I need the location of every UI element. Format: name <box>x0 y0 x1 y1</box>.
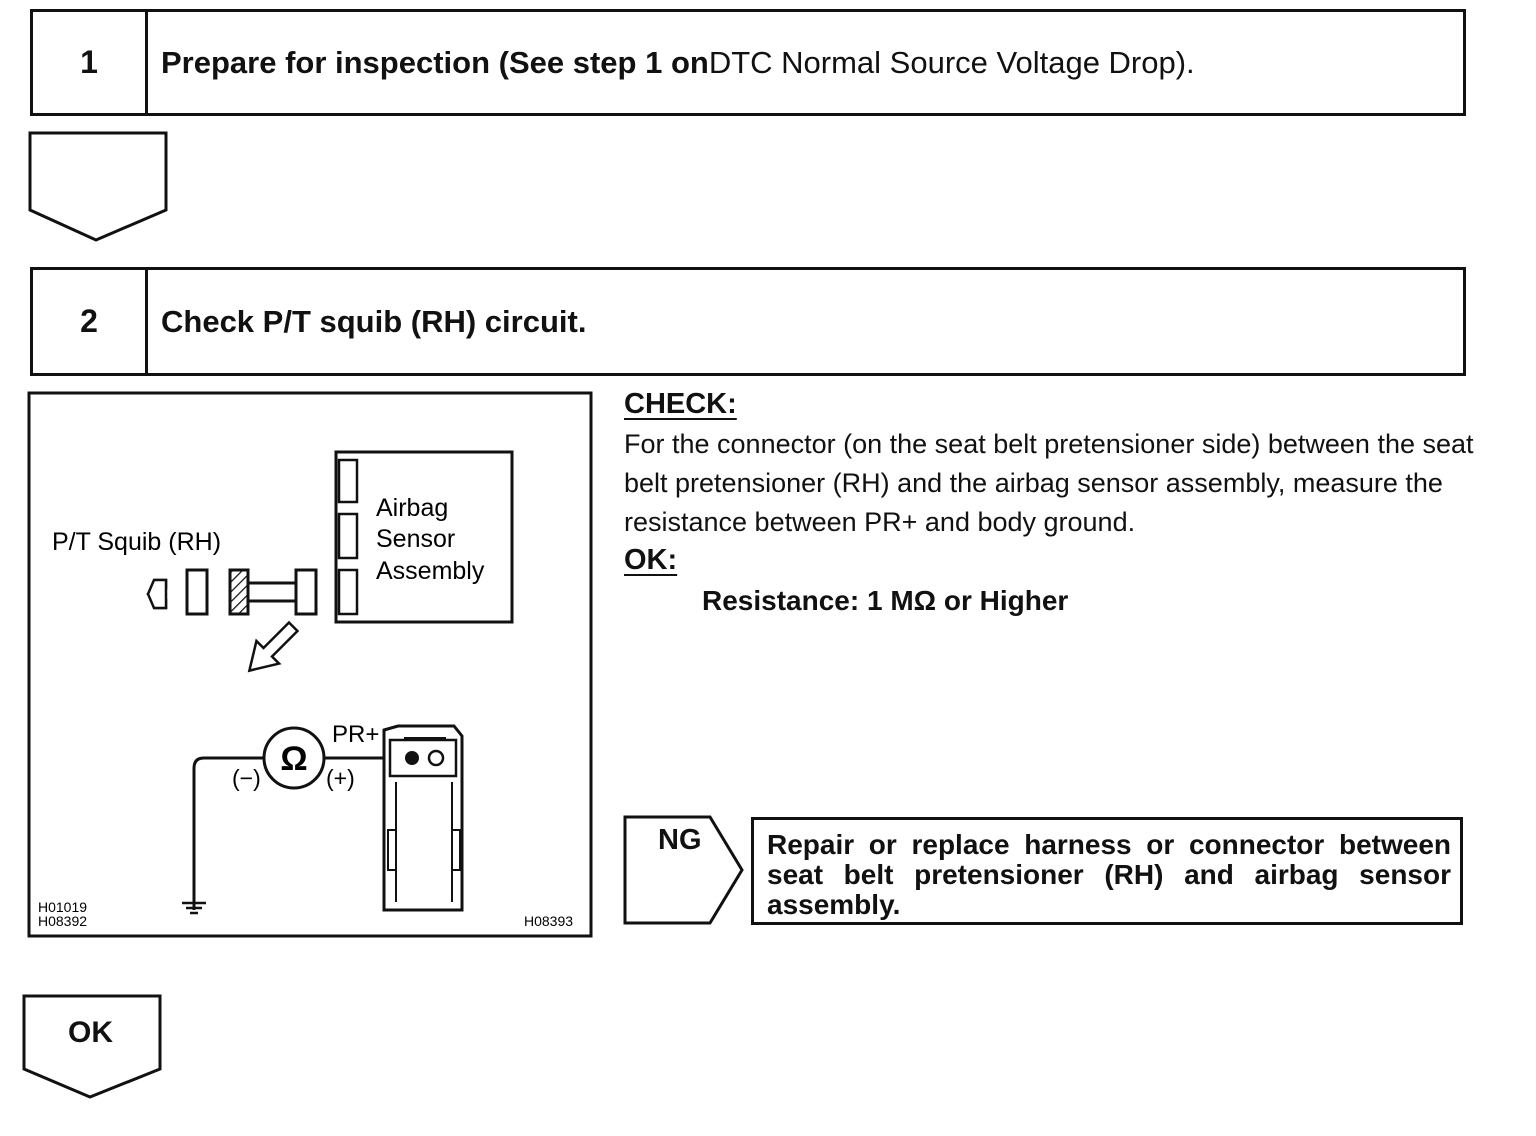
sensor-label-line1: Airbag <box>376 494 448 522</box>
ground-symbol-icon <box>182 901 206 915</box>
ohm-symbol: Ω <box>280 740 307 778</box>
sensor-connector-slot <box>337 568 359 616</box>
airbag-sensor-box <box>334 450 514 624</box>
resistance-spec: Resistance: 1 MΩ or Higher <box>702 585 1069 616</box>
hollow-arrow-icon <box>247 620 300 673</box>
sensor-label-line3: Assembly <box>376 557 485 585</box>
sensor-label-line2: Sensor <box>376 525 455 553</box>
positive-probe-label: (+) <box>326 765 355 791</box>
figure-code-right: H08393 <box>524 913 573 929</box>
sensor-side-connector <box>294 568 318 616</box>
harness-segment <box>246 581 300 603</box>
mating-connector-hatched <box>228 568 250 616</box>
ok-label: OK <box>68 1016 113 1049</box>
down-arrow-icon <box>28 131 168 242</box>
circuit-diagram: Airbag Sensor Assembly P/T Squib (RH) Ω … <box>27 391 593 938</box>
squib-connector <box>185 568 209 616</box>
ground-lead-wire <box>192 756 266 910</box>
check-instructions: For the connector (on the seat belt pret… <box>624 429 1474 537</box>
step-1-title: Prepare for inspection (See step 1 on DT… <box>161 12 1195 113</box>
squib-label: P/T Squib (RH) <box>52 528 221 556</box>
ng-remedy-text: Repair or replace harness or connector b… <box>767 829 1451 920</box>
ng-remedy-box: Repair or replace harness or connector b… <box>751 817 1463 925</box>
sensor-connector-slot <box>337 458 359 504</box>
ng-label: NG <box>658 824 702 856</box>
terminal-label: PR+ <box>332 721 379 748</box>
ok-heading: OK: <box>624 544 678 576</box>
figure-code-left-2: H08392 <box>38 913 87 929</box>
figure-code-left-1: H01019 <box>38 899 87 915</box>
step-1-number: 1 <box>33 12 148 113</box>
step-1-box: 1 Prepare for inspection (See step 1 on … <box>30 9 1466 116</box>
ok-down-arrow-icon <box>22 994 162 1099</box>
step-1-title-reference: DTC Normal Source Voltage Drop). <box>708 44 1195 80</box>
pretensioner-connector-icon <box>382 724 464 912</box>
sensor-connector-slot <box>337 512 359 560</box>
negative-probe-label: (−) <box>232 765 261 791</box>
step-2-number: 2 <box>33 270 148 373</box>
step-1-title-main: Prepare for inspection (See step 1 on <box>161 44 709 80</box>
step-2-box: 2 Check P/T squib (RH) circuit. <box>30 267 1466 376</box>
step-2-title: Check P/T squib (RH) circuit. <box>161 303 587 339</box>
check-heading: CHECK: <box>624 388 737 420</box>
ng-arrow-icon <box>623 815 744 925</box>
